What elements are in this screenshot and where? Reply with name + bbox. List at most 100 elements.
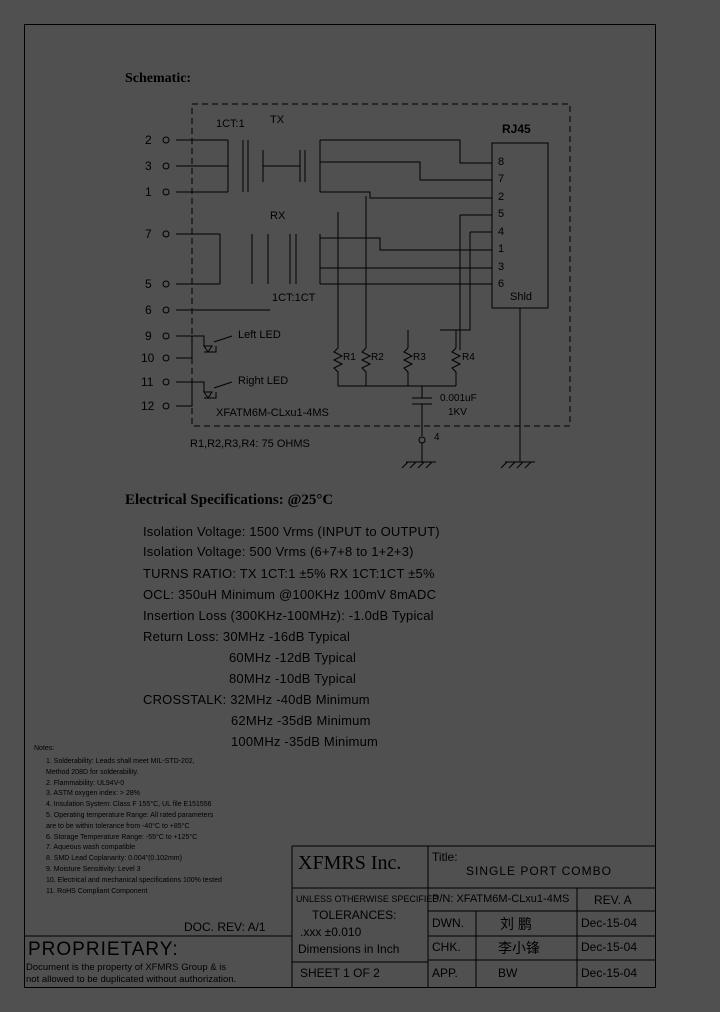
dwn-name: 刘 鹏	[500, 916, 532, 932]
app-date: Dec-15-04	[581, 966, 638, 980]
tolerance-value: .xxx ±0.010	[300, 925, 362, 939]
ground-symbol-1	[401, 443, 436, 469]
resistor-r4	[450, 347, 462, 386]
ratio-tx-label: 1CT:1	[216, 118, 245, 130]
note-item: are to be within tolerance from -40°C to…	[46, 822, 190, 830]
dwn-label: DWN.	[432, 916, 464, 930]
spec-line: Insertion Loss (300KHz-100MHz): -1.0dB T…	[143, 608, 434, 623]
rj45-pin: 2	[498, 191, 505, 203]
resistor-label: R2	[371, 352, 384, 363]
cap-value-label: 0.001uF	[440, 393, 477, 404]
wire-p5	[459, 214, 492, 350]
resistor-label: R3	[413, 352, 426, 363]
rj45-label: RJ45	[502, 122, 531, 136]
ground-symbol-2	[500, 308, 535, 469]
proprietary-line-1: Document is the property of XFMRS Group …	[26, 962, 227, 973]
drawing-frame	[24, 24, 656, 988]
note-item: 10. Electrical and mechanical specificat…	[46, 876, 222, 884]
rj45-pin: 6	[498, 278, 505, 290]
right-led-symbol	[176, 381, 217, 407]
note-item: 1. Solderability: Leads shall meet MIL-S…	[46, 758, 195, 765]
schematic-heading: Schematic:	[125, 71, 192, 86]
rx-core	[219, 234, 321, 284]
note-item: 3. ASTM oxygen index: > 28%	[46, 790, 140, 798]
left-pin: 11	[141, 375, 154, 389]
left-led-symbol	[176, 335, 217, 359]
proprietary-line-2: not allowed to be duplicated without aut…	[26, 974, 237, 985]
wire-p2	[320, 191, 492, 199]
note-item: 8. SMD Lead Coplanarity: 0.004"(0.102mm)	[46, 855, 182, 863]
tx-input-wires	[176, 139, 228, 193]
spec-line: 80MHz -10dB Typical	[229, 671, 357, 686]
notes-heading: Notes:	[34, 745, 55, 752]
left-pin: 6	[145, 303, 152, 317]
chk-label: CHK.	[432, 940, 461, 954]
resistor-bus	[338, 385, 456, 398]
company-name: XFMRS Inc.	[298, 852, 402, 874]
shield-label: Shld	[510, 291, 533, 303]
note-item: 6. Storage Temperature Range: -55°C to +…	[46, 833, 198, 841]
note-item: Method 208D for solderability.	[46, 768, 139, 776]
left-pin: 9	[145, 329, 152, 343]
capacitor	[412, 397, 432, 436]
note-item: 7. Aqueous wash compatible	[46, 844, 136, 852]
rx-label: RX	[270, 210, 286, 222]
left-pin: 10	[141, 351, 155, 365]
drawing-title: SINGLE PORT COMBO	[466, 864, 612, 878]
part-label: XFATM6M-CLxu1-4MS	[216, 407, 329, 419]
chk-date: Dec-15-04	[581, 940, 638, 954]
resistor-feeds	[337, 196, 457, 348]
spec-line: 62MHz -35dB Minimum	[231, 713, 371, 728]
spec-line: Isolation Voltage: 1500 Vrms (INPUT to O…	[143, 524, 440, 539]
rj45-pin: 7	[498, 173, 505, 185]
wire-p8	[320, 139, 492, 164]
spec-line: Isolation Voltage: 500 Vrms (6+7+8 to 1+…	[143, 544, 414, 559]
note-item: 2. Flammability: UL94V-0	[46, 779, 125, 787]
note-item: 5. Operating temperature Range: All rate…	[46, 811, 214, 819]
rj45-pin: 3	[498, 261, 505, 273]
left-pin: 12	[141, 399, 155, 413]
dimensions-unit: Dimensions in Inch	[298, 942, 400, 956]
revision: REV. A	[594, 893, 632, 907]
left-led-label: Left LED	[238, 329, 281, 341]
tx-choke	[263, 140, 321, 192]
wire-p1	[320, 237, 492, 251]
notes-list: 1. Solderability: Leads shall meet MIL-S…	[46, 757, 222, 897]
wire-p7	[320, 161, 492, 181]
resistor-r2	[360, 347, 372, 386]
resistor-note: R1,R2,R3,R4: 75 OHMS	[190, 438, 310, 450]
resistor-r1	[332, 347, 344, 386]
tx-core	[227, 140, 264, 192]
left-pin: 3	[145, 159, 152, 173]
rx-input-wires	[176, 233, 270, 311]
spec-line: CROSSTALK: 32MHz -40dB Minimum	[143, 692, 370, 707]
spec-line: OCL: 350uH Minimum @100KHz 100mV 8mADC	[143, 587, 437, 602]
tolerances-label: TOLERANCES:	[312, 908, 397, 922]
spec-line: TURNS RATIO: TX 1CT:1 ±5% RX 1CT:1CT ±5%	[143, 566, 435, 581]
unless-specified: UNLESS OTHERWISE SPECIFIED	[296, 894, 439, 904]
left-pin: 1	[145, 185, 152, 199]
ratio-rx-label: 1CT:1CT	[272, 292, 316, 304]
cap-voltage-label: 1KV	[448, 407, 467, 418]
resistor-r3	[402, 347, 414, 386]
right-led-label: Right LED	[238, 375, 289, 387]
electrical-heading: Electrical Specifications: @25°C	[125, 492, 334, 508]
note-item: 4. Insulation System: Class F 155°C, UL …	[46, 801, 212, 809]
app-name: BW	[498, 966, 518, 980]
proprietary-heading: PROPRIETARY:	[28, 939, 179, 960]
spec-line: 60MHz -12dB Typical	[229, 650, 357, 665]
left-pin: 7	[145, 227, 152, 241]
title-label: Title:	[432, 850, 458, 864]
rj45-pin: 1	[498, 243, 505, 255]
resistor-label: R4	[462, 352, 475, 363]
app-label: APP.	[432, 966, 458, 980]
dwn-date: Dec-15-04	[581, 916, 638, 930]
wire-p4	[440, 231, 492, 331]
spec-line: 100MHz -35dB Minimum	[231, 734, 379, 749]
chk-name: 李小锋	[498, 940, 540, 956]
led-leaders	[213, 335, 233, 389]
left-pin: 5	[145, 277, 152, 291]
tx-label: TX	[270, 114, 285, 126]
